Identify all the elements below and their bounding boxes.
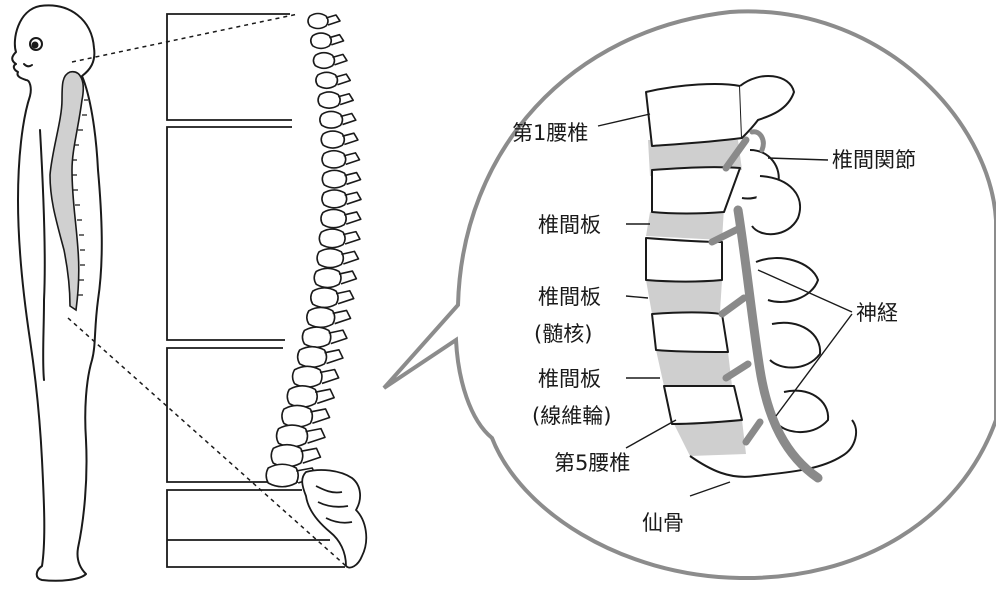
label-disc-nucleus-2: (髄核) xyxy=(534,322,592,346)
label-disc-annulus-1: 椎間板 xyxy=(538,367,601,391)
vertebra xyxy=(320,111,356,128)
body-outline xyxy=(12,5,102,580)
arm-outline xyxy=(40,130,45,380)
vertebra xyxy=(322,151,359,168)
vertebra xyxy=(311,288,354,308)
vertebra-l4 xyxy=(652,313,728,353)
vertebra xyxy=(308,14,340,29)
vertebra-l2 xyxy=(652,167,740,213)
vertebra-l1 xyxy=(646,84,742,146)
vertebra xyxy=(319,229,360,248)
spinal-column xyxy=(266,14,361,487)
label-disc-nucleus-1: 椎間板 xyxy=(538,285,601,309)
vertebra xyxy=(271,445,320,467)
human-body-figure xyxy=(12,5,102,580)
vertebra xyxy=(317,249,358,268)
vertebra xyxy=(321,131,358,148)
sacrum-coccyx xyxy=(302,470,366,568)
vertebra xyxy=(321,209,361,227)
vertebra xyxy=(311,33,344,48)
vertebra xyxy=(322,170,360,188)
vertebra xyxy=(314,268,356,287)
vertebra xyxy=(322,190,361,208)
vertebra xyxy=(298,347,343,368)
label-l5-vertebra: 第5腰椎 xyxy=(554,451,630,475)
label-disc-annulus-2: (線維輪) xyxy=(532,404,611,428)
vertebra xyxy=(293,366,339,387)
vertebra xyxy=(318,92,353,108)
vertebra-l5 xyxy=(664,386,742,424)
label-facet-joint: 椎間関節 xyxy=(832,148,916,172)
vertebra xyxy=(277,425,325,447)
vertebra xyxy=(282,405,330,427)
vertebra xyxy=(307,307,351,327)
vertebra xyxy=(316,72,350,88)
label-disc: 椎間板 xyxy=(538,213,601,237)
vertebra xyxy=(287,386,334,407)
label-sacrum: 仙骨 xyxy=(642,511,684,535)
label-l1-vertebra: 第1腰椎 xyxy=(512,121,588,145)
label-nerve: 神経 xyxy=(856,301,898,325)
vertebra xyxy=(302,327,347,347)
vertebra xyxy=(313,53,347,69)
body-spine xyxy=(50,72,83,310)
